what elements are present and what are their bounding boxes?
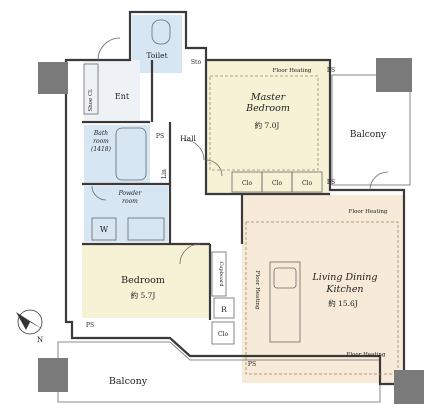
master-bedroom-label: Master Bedroom [246,92,290,114]
ps-label-balcony: PS [327,67,335,74]
bath-label-block: Bath room (1418) [91,130,111,153]
ent-label: Ent [115,92,130,101]
ps-label-bedroom: PS [86,322,94,329]
refrigerator-box [213,297,235,319]
column [394,370,424,404]
cupboard-box [211,251,227,297]
toilet-floor [132,15,182,73]
ps-label-balcony-bottom: PS [248,361,256,368]
cupboard-label: Cupboard [218,261,224,287]
ldk-heating-outline [245,221,399,375]
balcony-bottom-label: Balcony [109,376,148,387]
entrance-floor [84,60,140,120]
door-swing [369,171,389,191]
column [38,62,68,94]
compass-n-label: N [37,336,43,344]
ps-label-master: PS [327,179,335,186]
door-swing [91,185,107,201]
shoe-closet-label: Shoe Cl. [88,88,94,112]
toilet-fixture [151,19,171,45]
ldk-size-label: 約 15.6J [328,298,358,308]
bath-floor [84,125,150,183]
closet [291,171,323,193]
sto-label: Sto [191,59,202,66]
clo-label-1: Clo [242,180,253,187]
master-heating-label: Floor Heating [273,68,312,74]
balcony-right-label: Balcony [350,130,387,140]
bathtub [115,127,147,181]
toilet-label: Toilet [146,51,167,60]
compass-icon: N [16,309,44,344]
ldk-heating-bottom-label: Floor Heating [347,352,386,358]
stove [273,267,297,289]
door-swing [183,139,205,161]
bedroom-label: Bedroom [121,275,165,286]
ldk-heating-left-label: Floor Heating [254,271,260,310]
door-swing [179,243,201,265]
closet [211,321,235,345]
clo-label-3: Clo [302,180,313,187]
lin-label: Lin [161,169,168,179]
ps-label: PS [156,133,164,140]
ldk-floor [242,195,404,383]
w-label: W [100,225,109,234]
sink [127,217,165,241]
bedroom-floor [82,244,210,318]
door-swing [205,159,223,177]
master-size-label: 約 7.0J [255,120,280,130]
shoe-closet-box [83,63,99,115]
door-swing [97,37,121,61]
column [38,358,68,392]
ldk-heating-top-label: Floor Heating [349,209,388,215]
powder-floor [84,186,168,242]
washing-machine [91,217,117,241]
r-label: R [221,305,227,314]
outer-wall [64,10,406,386]
master-heating-outline [209,75,319,171]
clo-label-4: Clo [218,331,229,338]
powder-room-label: Powder room [118,190,142,205]
bedroom-size-label: 約 5.7J [131,290,156,300]
interior-walls [82,60,330,320]
kitchen-counter [269,261,301,343]
hall-label: Hall [180,134,196,143]
clo-label-2: Clo [272,180,283,187]
column [376,58,412,92]
ldk-label: Living Dining Kitchen [312,272,378,295]
